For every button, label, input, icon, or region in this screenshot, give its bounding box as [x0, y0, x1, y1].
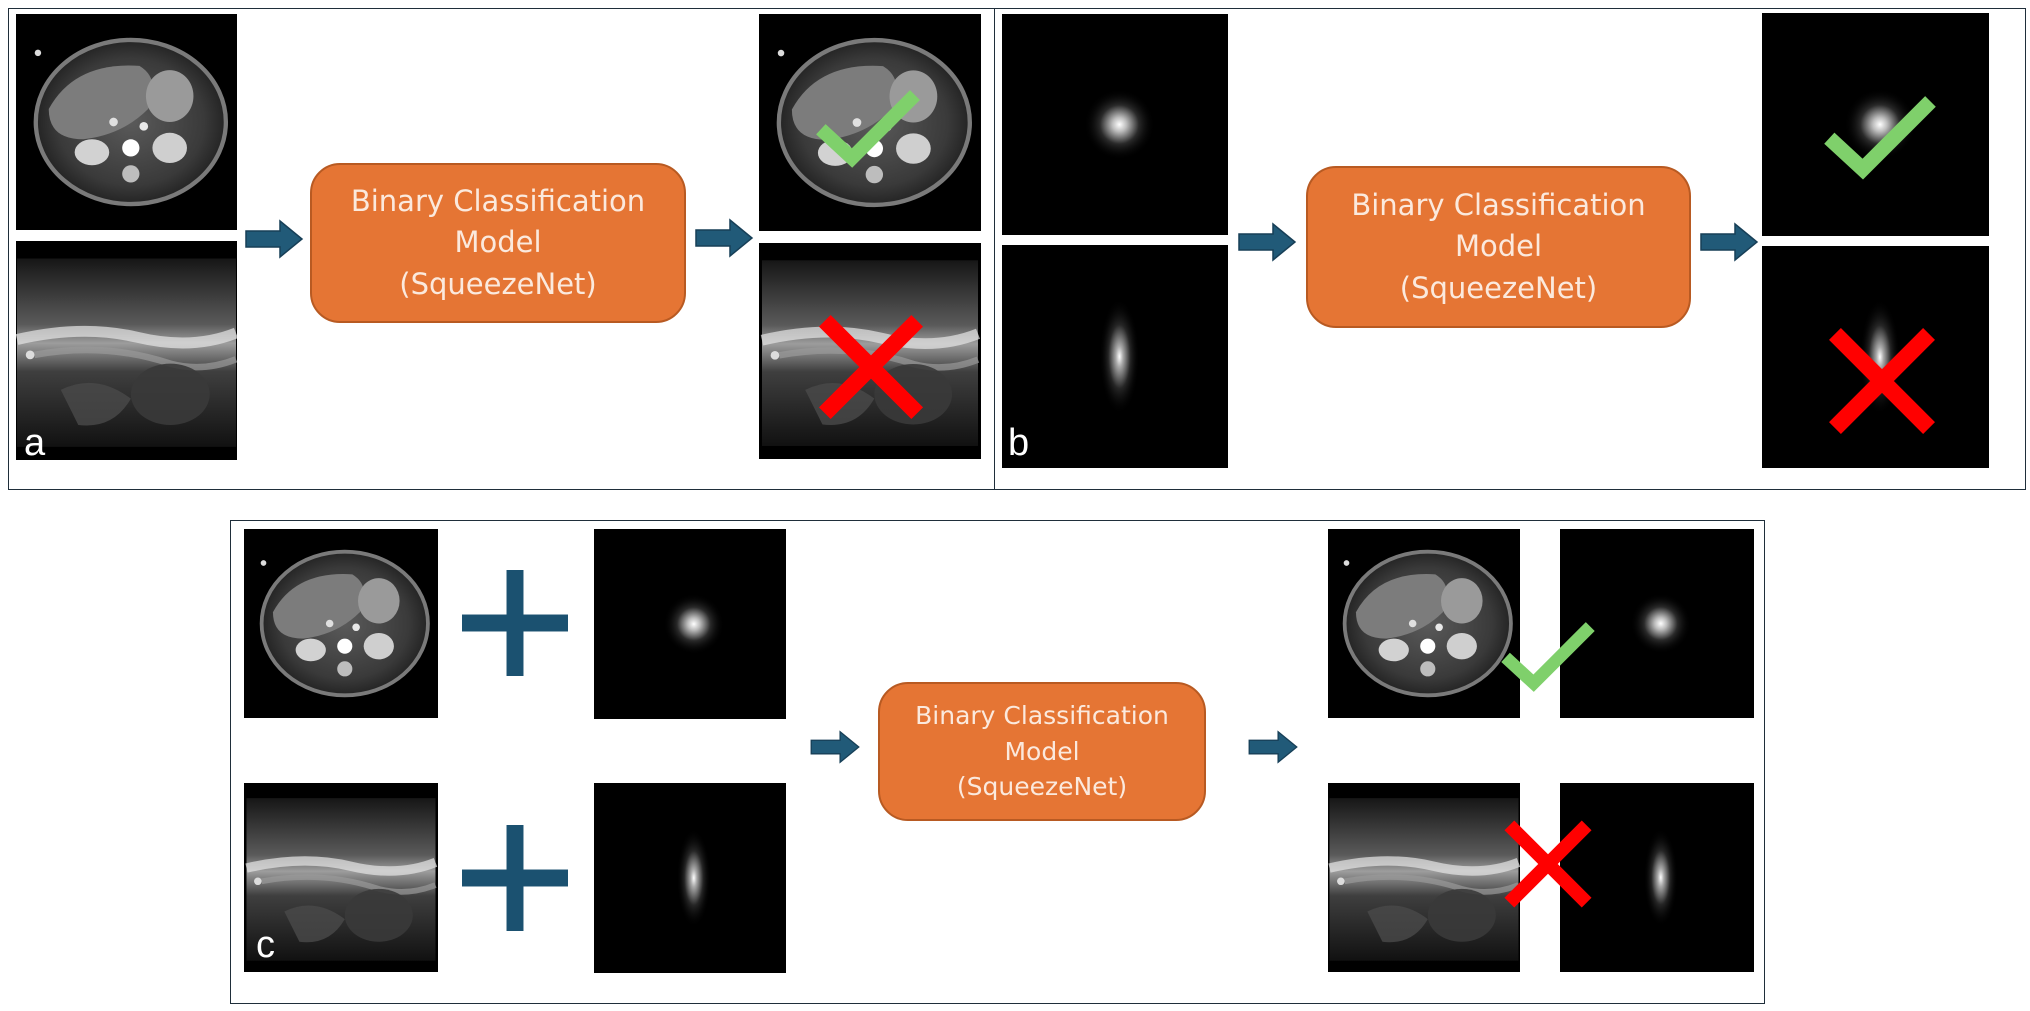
right-arrow-icon	[806, 730, 864, 764]
binary-classification-model: Binary Classification Model (SqueezeNet)	[878, 682, 1206, 821]
right-arrow-icon	[690, 218, 758, 258]
mri-liver-image	[16, 14, 237, 230]
right-arrow-icon	[1232, 222, 1302, 262]
binary-classification-model: Binary Classification Model (SqueezeNet)	[1306, 166, 1691, 328]
mri-motion-output-image	[759, 243, 981, 459]
psf-elongated-output-image	[1762, 246, 1989, 468]
mri-liver-output-image	[1328, 529, 1520, 718]
right-arrow-icon	[1244, 730, 1302, 764]
psf-round-image	[1002, 14, 1228, 235]
model-title-line1: Binary Classification	[915, 701, 1169, 731]
panel-label-c: c	[256, 924, 275, 966]
right-arrow-icon	[1694, 222, 1764, 262]
mri-liver-output-image	[759, 14, 981, 231]
check-icon	[812, 90, 924, 170]
psf-round-output-image	[1762, 13, 1989, 236]
check-icon	[1820, 96, 1940, 182]
model-title-line2: Model	[1454, 229, 1543, 264]
psf-elongated-image	[594, 783, 786, 973]
panel-label-a: a	[24, 422, 46, 464]
plus-icon	[462, 570, 568, 676]
right-arrow-icon	[240, 219, 308, 259]
psf-elongated-output-image	[1560, 783, 1754, 972]
model-title-line1: Binary Classification	[350, 184, 646, 219]
psf-round-output-image	[1560, 529, 1754, 718]
model-title-line3: (SqueezeNet)	[956, 772, 1128, 802]
cross-icon	[1826, 325, 1938, 437]
psf-round-image	[594, 529, 786, 719]
psf-elongated-image	[1002, 245, 1228, 468]
mri-motion-output-image	[1328, 783, 1520, 972]
model-title-line3: (SqueezeNet)	[1399, 270, 1598, 305]
model-title-line3: (SqueezeNet)	[399, 266, 597, 301]
model-title-line1: Binary Classification	[1351, 188, 1646, 223]
cross-icon	[1502, 818, 1594, 910]
check-icon	[1498, 622, 1598, 694]
panel-label-b: b	[1008, 422, 1030, 464]
cross-icon	[816, 312, 926, 422]
mri-liver-image	[244, 529, 438, 718]
binary-classification-model: Binary Classification Model (SqueezeNet)	[310, 163, 686, 323]
model-title-line2: Model	[454, 225, 542, 260]
model-title-line2: Model	[1004, 736, 1080, 766]
plus-icon	[462, 825, 568, 931]
mri-motion-artifact-image	[16, 241, 237, 460]
mri-motion-artifact-image	[244, 783, 438, 972]
